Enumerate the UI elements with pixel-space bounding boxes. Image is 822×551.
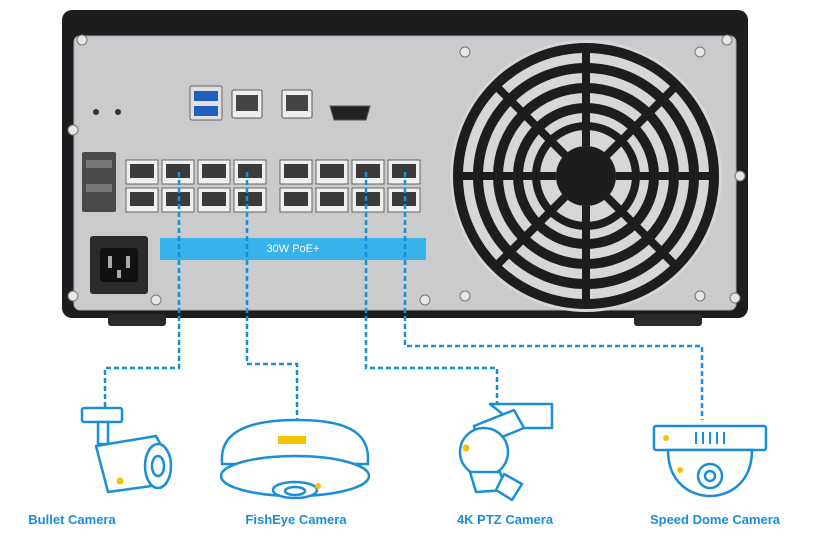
power-connector bbox=[90, 236, 148, 294]
rj45-port-socket bbox=[320, 192, 344, 206]
fan bbox=[450, 40, 722, 312]
speed-dome-camera-icon bbox=[652, 424, 768, 498]
bullet-camera-icon bbox=[80, 406, 173, 494]
cable-bullet bbox=[103, 172, 181, 408]
fisheye-camera-icon bbox=[219, 418, 371, 500]
poe-band bbox=[160, 238, 426, 260]
lan-ports bbox=[231, 89, 313, 119]
rj45-port-socket bbox=[202, 164, 226, 178]
ptz-camera-icon bbox=[458, 402, 554, 502]
rj45-port-socket bbox=[202, 192, 226, 206]
usb-ports bbox=[189, 85, 223, 121]
rj45-port-socket bbox=[392, 164, 416, 178]
rj45-port-socket bbox=[284, 164, 308, 178]
cables bbox=[103, 172, 704, 420]
hdmi-port bbox=[329, 105, 371, 121]
rj45-port-socket bbox=[130, 192, 154, 206]
rj45-port-socket bbox=[238, 164, 262, 178]
cable-dome bbox=[403, 172, 704, 420]
rj45-port-socket bbox=[166, 164, 190, 178]
ptz-camera-label: 4K PTZ Camera bbox=[456, 512, 554, 527]
rj45-port-socket bbox=[284, 192, 308, 206]
speed-dome-camera-label: Speed Dome Camera bbox=[649, 512, 781, 527]
rj45-port-socket bbox=[320, 164, 344, 178]
fisheye-camera-label: FishEye Camera bbox=[245, 512, 347, 527]
bullet-camera-label: Bullet Camera bbox=[28, 512, 116, 527]
cable-ptz bbox=[364, 172, 499, 404]
rj45-port-socket bbox=[356, 192, 380, 206]
cable-fisheye bbox=[245, 172, 299, 420]
rj45-port-socket bbox=[238, 192, 262, 206]
rj45-port-socket bbox=[130, 164, 154, 178]
poe-label: 30W PoE+ bbox=[266, 243, 320, 255]
rj45-port-socket bbox=[356, 164, 380, 178]
